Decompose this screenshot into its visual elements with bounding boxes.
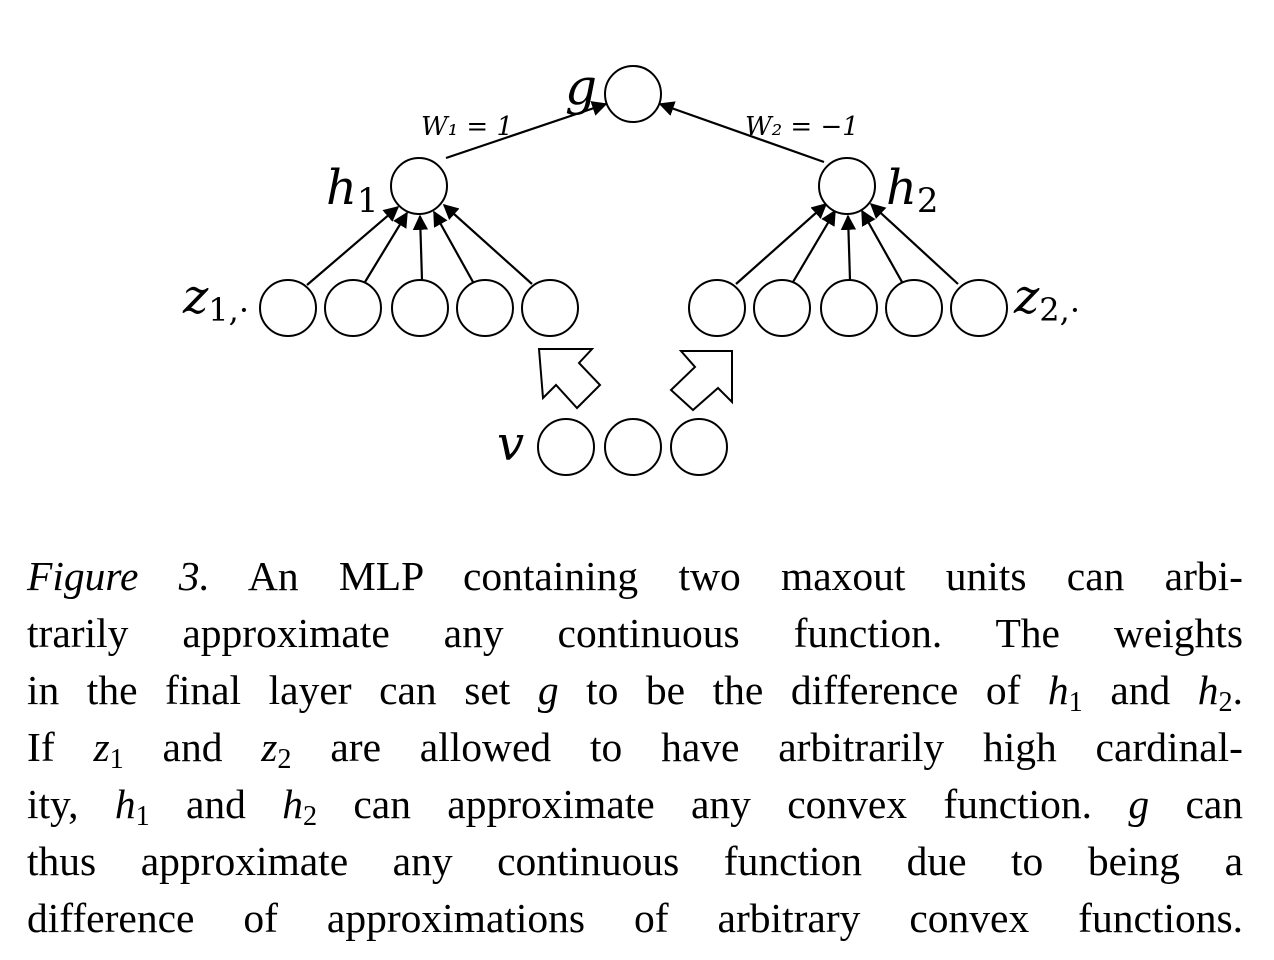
sub-1: 1 xyxy=(1068,687,1083,719)
figure-caption: Figure 3. An MLP containing two maxout u… xyxy=(27,548,1243,947)
node-z2-5 xyxy=(950,279,1008,337)
edge-z2-3-to-h2 xyxy=(840,214,857,281)
edge-z1-1-to-h1 xyxy=(306,205,400,286)
var-g2: g xyxy=(1128,781,1150,827)
node-h1 xyxy=(390,157,448,215)
edge-z1-4-to-h1 xyxy=(433,210,474,283)
period: . xyxy=(1232,667,1243,713)
node-z2-4 xyxy=(885,279,943,337)
caption-text-7: difference of approximations of arbitrar… xyxy=(27,895,1243,941)
caption-line-2: trarily approximate any continuous funct… xyxy=(27,605,1243,662)
node-h2 xyxy=(818,157,876,215)
edge-z1-5-to-h1 xyxy=(442,203,533,285)
caption-text-4b: and xyxy=(162,724,223,770)
node-z2-3 xyxy=(820,279,878,337)
node-z2-1 xyxy=(688,279,746,337)
caption-text-5c: can approximate any convex function. xyxy=(353,781,1093,827)
caption-line-6: thus approximate any continuous function… xyxy=(27,833,1243,890)
node-v-1 xyxy=(537,418,595,476)
sub-2c: 2 xyxy=(302,801,318,833)
caption-text-4c: are allowed to have arbitrarily high car… xyxy=(330,724,1244,770)
label-z1: z1,· xyxy=(182,269,249,329)
var-h2: h xyxy=(1197,667,1219,713)
caption-line-3: in the final layer can set g to be the d… xyxy=(27,662,1243,719)
caption-text-5d: can xyxy=(1185,781,1244,827)
node-v-3 xyxy=(670,418,728,476)
caption-text-3b: to be the difference of xyxy=(586,667,1021,713)
caption-text-2: trarily approximate any continuous funct… xyxy=(27,610,1243,656)
caption-text-1: An MLP containing two maxout units can a… xyxy=(247,553,1243,599)
caption-text-5a: ity, xyxy=(27,781,79,827)
caption-text-5b: and xyxy=(185,781,246,827)
edge-z1-2-to-h1 xyxy=(364,211,408,283)
caption-line-5: ity, h1 and h2 can approximate any conve… xyxy=(27,776,1243,833)
node-z1-4 xyxy=(456,279,514,337)
label-h2: h2 xyxy=(886,160,939,221)
edge-z2-5-to-h2 xyxy=(869,202,959,285)
var-h2b: h xyxy=(282,781,303,827)
sub-2b: 2 xyxy=(277,744,292,776)
node-z2-2 xyxy=(753,279,811,337)
label-z2: z2,· xyxy=(1013,269,1080,329)
edge-h2-to-g xyxy=(658,101,825,164)
node-z1-1 xyxy=(259,279,317,337)
sub-2: 2 xyxy=(1218,687,1233,719)
label-g: g xyxy=(565,58,597,116)
edge-z2-1-to-h2 xyxy=(735,202,828,285)
caption-line-4: If z1 and z2 are allowed to have arbitra… xyxy=(27,719,1243,776)
label-v: v xyxy=(497,416,524,472)
node-g xyxy=(604,65,662,123)
caption-text-3c: and xyxy=(1110,667,1171,713)
var-z1: z xyxy=(93,724,110,770)
node-z1-5 xyxy=(521,279,579,337)
sub-1b: 1 xyxy=(109,744,124,776)
maxout-network-diagram: g h1 h2 z1,· z2,· v W₁ = 1 W₂ = −1 xyxy=(182,58,1080,476)
label-w1: W₁ = 1 xyxy=(421,112,513,142)
caption-text-6: thus approximate any continuous function… xyxy=(27,838,1243,884)
var-h1b: h xyxy=(114,781,136,827)
edge-z2-4-to-h2 xyxy=(861,209,903,283)
node-v-2 xyxy=(604,418,662,476)
sub-1c: 1 xyxy=(135,801,150,833)
figure-label: Figure 3. xyxy=(27,553,210,599)
label-w2: W₂ = −1 xyxy=(745,112,859,142)
caption-text-3a: in the final layer can set xyxy=(27,667,511,713)
edge-h1-to-g xyxy=(445,101,608,160)
caption-line-1: Figure 3. An MLP containing two maxout u… xyxy=(27,548,1243,605)
var-g: g xyxy=(537,667,559,713)
edge-z2-2-to-h2 xyxy=(792,209,836,283)
label-h1: h1 xyxy=(326,160,379,221)
caption-text-4a: If xyxy=(27,724,55,770)
var-z2: z xyxy=(261,724,278,770)
edge-z1-3-to-h1 xyxy=(412,214,429,281)
hollow-arrow-v-to-z1 xyxy=(537,348,602,410)
hollow-arrow-v-to-z2 xyxy=(669,350,733,412)
node-z1-2 xyxy=(324,279,382,337)
caption-line-7: difference of approximations of arbitrar… xyxy=(27,890,1243,947)
var-h1: h xyxy=(1047,667,1069,713)
node-z1-3 xyxy=(391,279,449,337)
